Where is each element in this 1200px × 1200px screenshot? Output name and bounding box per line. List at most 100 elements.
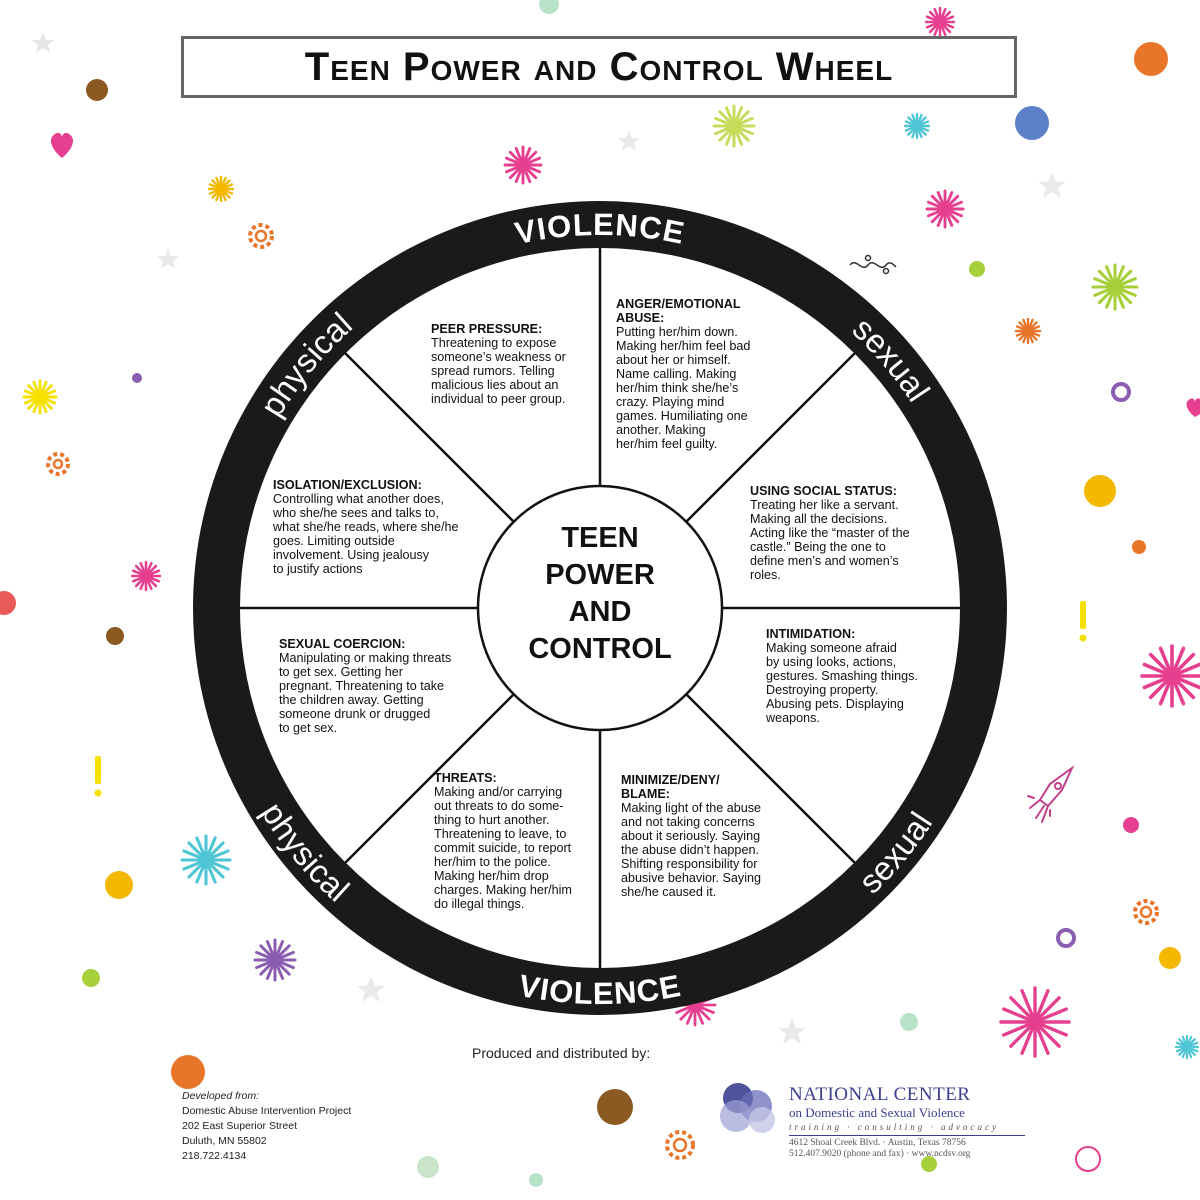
decor-dot xyxy=(900,1013,918,1031)
segment-isolation-exclusion: ISOLATION/EXCLUSION: Controlling what an… xyxy=(273,478,459,576)
segment-using-social-status: USING SOCIAL STATUS: Treating her like a… xyxy=(750,484,910,582)
segment-line: her/him feel guilty. xyxy=(616,437,718,451)
segment-line: out threats to do some- xyxy=(434,799,564,813)
segment-line: define men’s and women’s xyxy=(750,554,899,568)
decor-flower xyxy=(905,114,929,138)
segment-line: commit suicide, to report xyxy=(434,841,572,855)
segment-line: Making someone afraid xyxy=(766,641,897,655)
decor-gear xyxy=(248,223,274,249)
decor-dot xyxy=(539,0,559,14)
segment-line: Name calling. Making xyxy=(616,367,737,381)
segment-line: roles. xyxy=(750,568,781,582)
segment-line: Abusing pets. Displaying xyxy=(766,697,904,711)
segment-line: do illegal things. xyxy=(434,897,525,911)
decor-dot xyxy=(1132,540,1146,554)
decor-flourish xyxy=(849,254,897,275)
segment-line: her/him think she/he’s xyxy=(616,381,739,395)
rocket-icon xyxy=(1027,764,1075,823)
segment-intimidation: INTIMIDATION: Making someone afraid by u… xyxy=(766,627,918,725)
decor-dot xyxy=(969,261,985,277)
decor-gear xyxy=(254,229,268,243)
decor-gear xyxy=(1133,899,1159,925)
segment-line: Manipulating or making threats xyxy=(279,651,452,665)
decor-star xyxy=(157,248,179,269)
segment-heading: SEXUAL COERCION: xyxy=(279,637,406,651)
segment-heading: MINIMIZE/DENY/ xyxy=(621,773,720,787)
decor-gear xyxy=(46,452,70,476)
ncdsv-subtitle: on Domestic and Sexual Violence xyxy=(789,1105,965,1120)
decor-flower xyxy=(1093,265,1137,309)
segment-line: malicious lies about an xyxy=(431,378,559,392)
decor-dot xyxy=(106,627,124,645)
decor-heart xyxy=(1186,398,1200,417)
segment-line: Controlling what another does, xyxy=(273,492,444,506)
segment-line: involvement. Using jealousy xyxy=(273,548,430,562)
ncdsv-contact: 512.407.9020 (phone and fax) · www.ncdsv… xyxy=(789,1149,971,1159)
developed-from-label: Developed from: xyxy=(182,1090,260,1102)
segment-minimize-deny-blame: MINIMIZE/DENY/ BLAME: Making light of th… xyxy=(621,773,761,899)
segment-line: goes. Limiting outside xyxy=(273,534,395,548)
decor-dot xyxy=(132,373,142,383)
segment-heading: USING SOCIAL STATUS: xyxy=(750,484,897,498)
decor-dot xyxy=(0,591,16,615)
produced-by-label: Produced and distributed by: xyxy=(472,1045,651,1061)
segment-line: individual to peer group. xyxy=(431,392,566,406)
segment-line: crazy. Playing mind xyxy=(616,395,725,409)
wheel-hub xyxy=(476,484,724,732)
hub-text: TEEN POWER AND CONTROL xyxy=(480,520,720,668)
decor-dot xyxy=(1015,106,1049,140)
decor-dot xyxy=(171,1055,205,1089)
decor-dot xyxy=(86,79,108,101)
segment-heading: BLAME: xyxy=(621,787,670,801)
segment-line: to get sex. xyxy=(279,721,338,735)
decor-star xyxy=(778,1018,806,1044)
decor-dot xyxy=(529,1173,543,1187)
decor-dot xyxy=(82,969,100,987)
decor-flower xyxy=(24,381,56,413)
decor-gear xyxy=(1139,905,1153,919)
ncdsv-name: NATIONAL CENTER xyxy=(789,1084,971,1105)
segment-line: Making all the decisions. xyxy=(750,512,888,526)
developed-from-line: 202 East Superior Street xyxy=(182,1120,297,1132)
segment-line: to get sex. Getting her xyxy=(279,665,403,679)
power-control-wheel: VIOLENCE physical sexual VIOLENCE physic… xyxy=(193,201,1007,1015)
decor-flower xyxy=(714,106,754,146)
segment-sexual-coercion: SEXUAL COERCION: Manipulating or making … xyxy=(279,637,451,735)
segment-heading: THREATS: xyxy=(434,771,497,785)
segment-peer-pressure: PEER PRESSURE: Threatening to expose som… xyxy=(431,322,566,406)
hub-line: POWER xyxy=(545,559,655,591)
segment-line: her/him to the police. xyxy=(434,855,551,869)
page-title: Teen Power and Control Wheel xyxy=(304,44,894,89)
decor-dot xyxy=(1084,475,1116,507)
segment-line: Threatening to leave, to xyxy=(434,827,567,841)
decor-ring xyxy=(1075,1146,1101,1172)
segment-line: the abuse didn’t happen. xyxy=(621,843,759,857)
decor-gear xyxy=(52,458,64,470)
ncdsv-block: NATIONAL CENTER on Domestic and Sexual V… xyxy=(789,1084,1025,1160)
segment-line: another. Making xyxy=(616,423,706,437)
decor-dot xyxy=(105,871,133,899)
segment-line: Putting her/him down. xyxy=(616,325,738,339)
decor-gear xyxy=(665,1130,695,1160)
segment-line: about her or himself. xyxy=(616,353,731,367)
segment-line: by using looks, actions, xyxy=(766,655,897,669)
decor-heart xyxy=(50,132,74,158)
decor-dot xyxy=(597,1089,633,1125)
segment-line: Making light of the abuse xyxy=(621,801,762,815)
segment-line: thing to hurt another. xyxy=(434,813,550,827)
segment-line: spread rumors. Telling xyxy=(431,364,555,378)
decor-star xyxy=(32,32,54,53)
segment-line: Making her/him drop xyxy=(434,869,549,883)
ncdsv-tagline: training · consulting · advocacy xyxy=(789,1122,999,1132)
decor-star xyxy=(618,130,640,151)
developed-from-line: 218.722.4134 xyxy=(182,1150,247,1162)
segment-line: and not taking concerns xyxy=(621,815,755,829)
decor-dot xyxy=(1134,42,1168,76)
decor-dot xyxy=(1123,817,1139,833)
segment-heading: PEER PRESSURE: xyxy=(431,322,543,336)
segment-heading: ANGER/EMOTIONAL xyxy=(616,297,741,311)
segment-line: about it seriously. Saying xyxy=(621,829,761,843)
segment-heading: ABUSE: xyxy=(616,311,665,325)
decor-flower xyxy=(132,562,160,590)
